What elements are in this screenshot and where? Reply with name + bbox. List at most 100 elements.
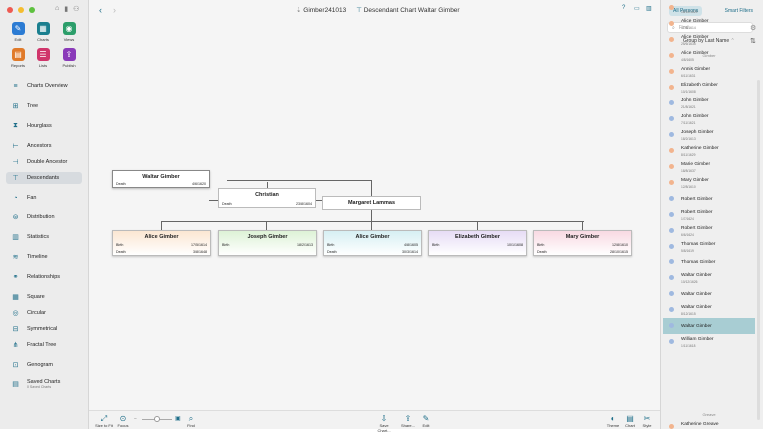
sort-icon[interactable]: ⇅ [750,38,756,45]
male-icon [669,291,674,297]
share-button[interactable]: ⇪Share... [397,414,419,428]
search-input[interactable]: ⌕Find [667,22,753,33]
minimize-button[interactable] [18,7,24,13]
size-to-fit-button[interactable]: ⤢Size to Fit [93,414,115,428]
toolbar-views-button[interactable]: ◉Views [57,22,81,42]
back-icon[interactable]: ‹ [99,5,102,15]
person-card-spouse[interactable]: Margaret Lammas [322,196,421,210]
birth-date: 4/8/1605 [404,243,418,247]
bookmark-icon[interactable]: ▮ [64,6,69,13]
toolbar-publish-button[interactable]: ⇪Publish [57,48,81,68]
fan-icon: ◔ [13,194,18,202]
chart-button[interactable]: ▤Chart [619,414,641,428]
toolbar-charts-button[interactable]: ▦Charts [31,22,55,42]
toolbar-reports-button[interactable]: ▤Reports [6,48,30,68]
sidebar-item-charts-overview[interactable]: ≡Charts Overview [6,80,82,92]
sidebar-item-hourglass[interactable]: ⧗Hourglass [6,120,82,132]
zoom-slider[interactable] [142,416,172,422]
person-name: Alice Gimber [681,18,709,24]
person-name: Margaret Lammas [347,200,396,206]
female-icon [669,52,674,58]
fractal-tree-icon: ⋔ [12,342,19,349]
sidebar-item-relationships[interactable]: ⚭Relationships [6,271,82,283]
list-item[interactable]: 18/10/1629 [663,0,755,16]
sidebar-item-fractal-tree[interactable]: ⋔Fractal Tree [6,339,82,351]
list-item[interactable]: Waltar Gimber [663,286,755,302]
options-icon[interactable]: ⚙ [750,25,757,32]
sidebar-item-ancestors[interactable]: ⊢Ancestors [6,140,82,152]
list-item[interactable]: Thomas Gimber [663,254,755,270]
genogram-icon: ⊡ [12,362,19,369]
toolbar-lists-button[interactable]: ☰Lists [31,48,55,68]
sidebar-item-statistics[interactable]: ▥Statistics [6,231,82,243]
close-button[interactable] [7,7,13,13]
save-chart-button[interactable]: ⇩Save Chart... [373,414,395,433]
style-button[interactable]: ✂Style [636,414,658,428]
sidebar-toggle-icon[interactable]: ▥ [646,6,652,12]
list-item[interactable]: Katherine Greave [663,419,755,435]
female-icon [669,20,674,26]
find-button[interactable]: ⌕Find [180,414,202,428]
help-icon[interactable]: ? [622,5,626,11]
sidebar-item-circular[interactable]: ◎Circular [6,307,82,319]
list-item[interactable]: Waltar Gimber [663,318,755,334]
tab-all-persons[interactable]: All Persons [669,6,703,16]
window-icon[interactable]: ▭ [634,6,640,12]
zoom-in-icon[interactable]: ▣ [175,416,181,422]
group-by-selector[interactable]: Group by Last Name ⌃ [683,38,735,44]
sidebar-item-fan[interactable]: ◔Fan [6,192,82,204]
male-icon [669,211,674,217]
edit-button[interactable]: ✎Edit [415,414,437,428]
sidebar-item-genogram[interactable]: ⊡Genogram [6,359,82,371]
zoom-button[interactable] [29,7,35,13]
zoom-out-icon[interactable]: − [134,416,137,422]
sidebar-item-timeline[interactable]: ≋Timeline [6,251,82,263]
male-icon [669,323,674,328]
sidebar-item-descendants[interactable]: ⊤Descendants [6,172,82,184]
male-icon [669,243,674,249]
zoom-slider-knob[interactable] [154,416,160,422]
list-item[interactable]: Robert Gimber [663,191,755,207]
birth-date: 18/2/1613 [297,243,313,247]
forward-icon[interactable]: › [113,5,116,15]
toolbar-edit-button[interactable]: ✎Edit [6,22,30,42]
tag-icon[interactable]: ⌂ [55,5,60,12]
sidebar-item-distribution[interactable]: ⊜Distribution [6,211,82,223]
sidebar-item-double-ancestor[interactable]: ⊣Double Ancestor [6,156,82,168]
sidebar-item-tree[interactable]: ⊞Tree [6,100,82,112]
theme-button[interactable]: ◐Theme [602,414,624,428]
toolbar-label: Publish [62,63,76,68]
tab-smart-filters[interactable]: Smart Filters [724,8,753,14]
focus-button[interactable]: ⊙Focus [112,414,134,428]
sidebar-item-square[interactable]: ▦Square [6,291,82,303]
scrollbar[interactable] [757,80,760,420]
people-icon[interactable]: ⚇ [73,6,80,13]
sidebar-item-symmetrical[interactable]: ⊟Symmetrical [6,323,82,335]
